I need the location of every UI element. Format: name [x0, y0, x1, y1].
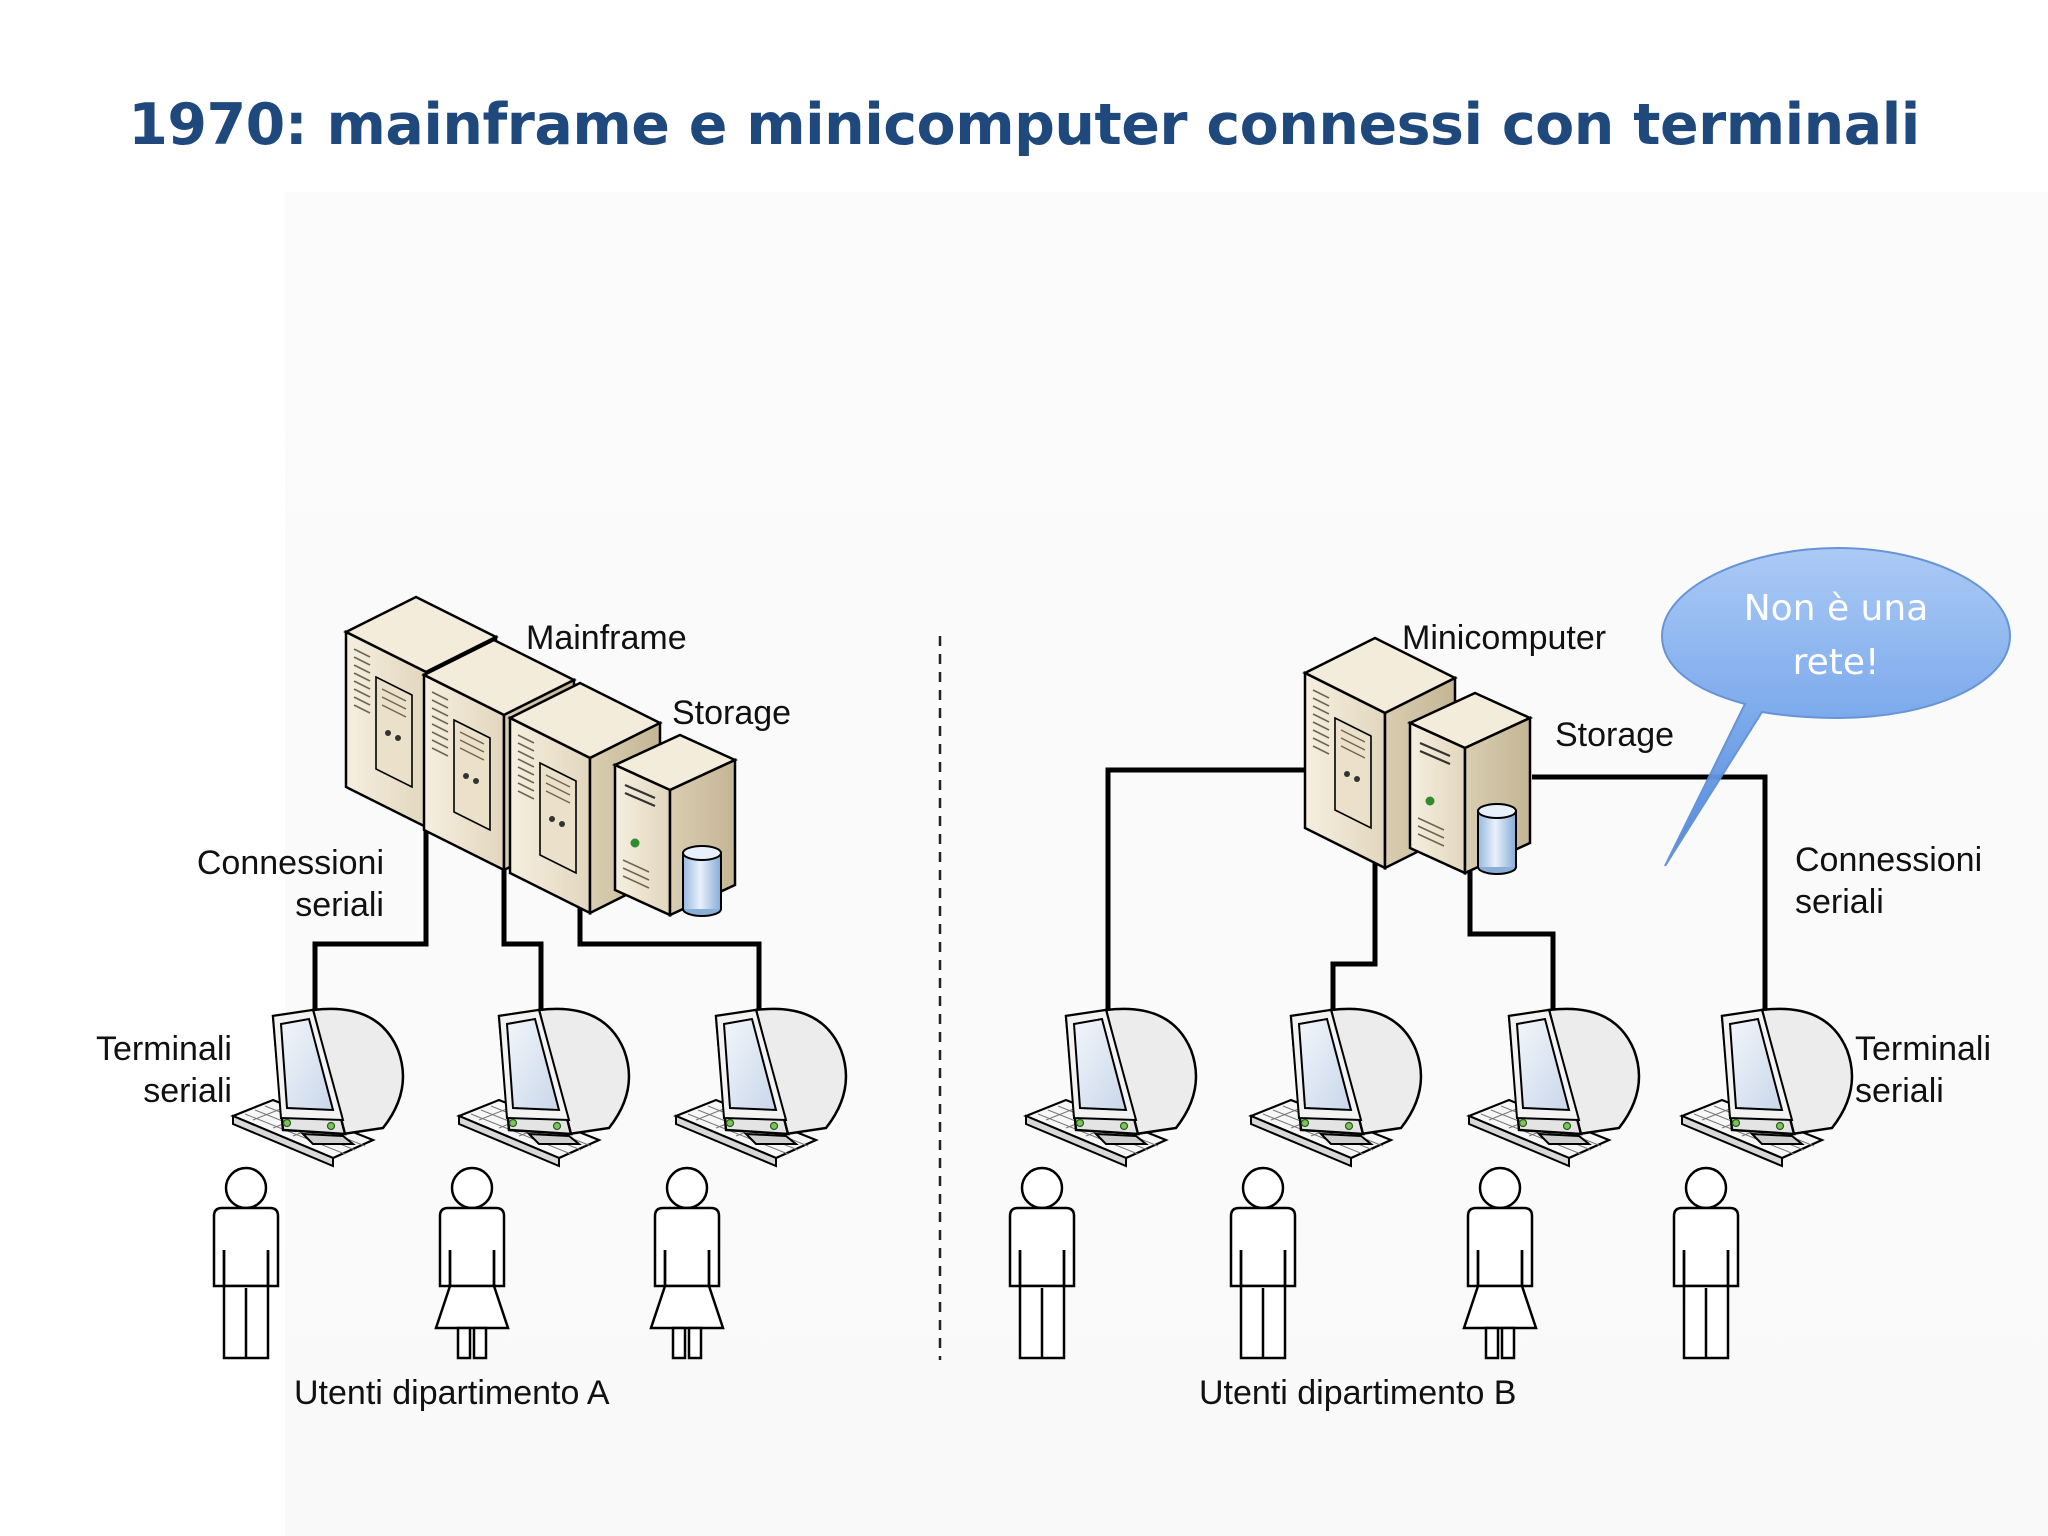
left-connections-label-line1: Connessioni: [197, 844, 384, 882]
mainframe-label: Mainframe: [526, 619, 687, 657]
user-female-icon: [649, 1166, 725, 1360]
minicomputer-storage-label: Storage: [1555, 716, 1674, 754]
callout-text-line1: Non è una: [1744, 588, 1929, 629]
terminal-icon: [1680, 1007, 1854, 1168]
user-female-icon: [1462, 1166, 1538, 1360]
mainframe-storage-icon: [613, 733, 737, 918]
slide-title: 1970: mainframe e minicomputer connessi …: [128, 92, 1920, 158]
mainframe-storage-label: Storage: [672, 694, 791, 732]
department-a-label: Utenti dipartimento A: [294, 1374, 610, 1412]
right-terminals-label-line1: Terminali: [1855, 1030, 1991, 1068]
terminal-icon: [1024, 1007, 1198, 1168]
user-male-icon: [1229, 1166, 1297, 1360]
minicomputer-wires: [1105, 767, 1768, 1010]
user-male-icon: [1008, 1166, 1076, 1360]
terminal-icon: [1467, 1007, 1641, 1168]
left-terminals-label-line1: Terminali: [96, 1030, 232, 1068]
right-terminals-label-line2: seriali: [1855, 1072, 1944, 1110]
left-connections-label-line2: seriali: [295, 886, 384, 924]
terminal-icon: [457, 1007, 631, 1168]
left-terminals-label-line2: seriali: [143, 1072, 232, 1110]
callout-text-line2: rete!: [1793, 642, 1880, 683]
user-female-icon: [434, 1166, 510, 1360]
minicomputer-storage-icon: [1408, 691, 1532, 876]
right-connections-label-line2: seriali: [1795, 883, 1884, 921]
terminal-icon: [674, 1007, 848, 1168]
terminal-icon: [1249, 1007, 1423, 1168]
minicomputer-label: Minicomputer: [1402, 619, 1606, 657]
right-connections-label-line1: Connessioni: [1795, 841, 1982, 879]
user-male-icon: [212, 1166, 280, 1360]
user-male-icon: [1672, 1166, 1740, 1360]
department-b-label: Utenti dipartimento B: [1199, 1374, 1517, 1412]
terminal-icon: [231, 1007, 405, 1168]
callout-bubble: Non è una rete!: [1660, 546, 2012, 867]
